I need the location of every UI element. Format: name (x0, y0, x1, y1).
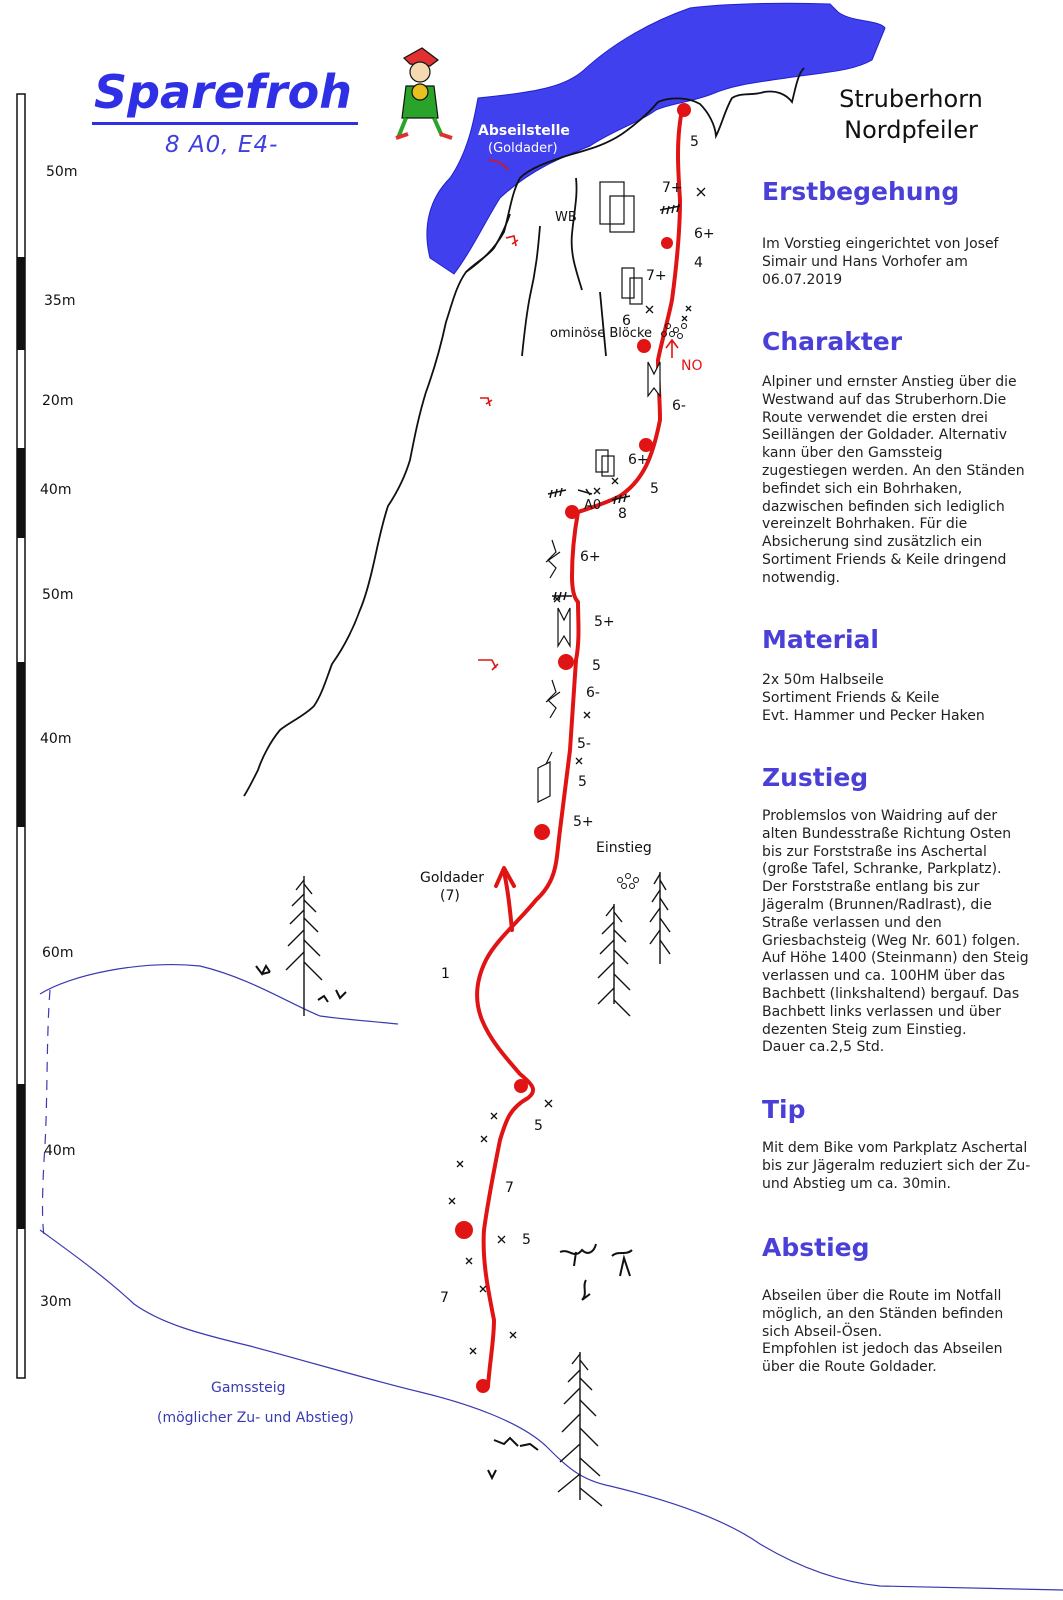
abseil-sublabel: (Goldader) (488, 141, 558, 156)
pitch-grade: 5 (522, 1232, 531, 1248)
tree-icon (285, 872, 671, 1507)
bush-icon (255, 964, 633, 1481)
section-text: Mit dem Bike vom Parkplatz Aschertal bis… (762, 1140, 1031, 1192)
scale-label: 40m (40, 482, 72, 498)
pitch-grade: 1 (441, 966, 450, 982)
einstieg-label: Einstieg (596, 840, 652, 856)
pitch-grade: 6 (622, 313, 631, 329)
a0-label: A0 (584, 498, 602, 513)
pitch-grade: 5- (577, 736, 591, 752)
pitch-grade: 5 (534, 1118, 543, 1134)
no-label: NO (681, 358, 703, 374)
pitch-grade: 5+ (573, 814, 594, 830)
route-title: Sparefroh (92, 62, 359, 125)
crack-icon (545, 539, 561, 719)
rock-outline (243, 67, 805, 797)
wb-label: WB (555, 210, 577, 225)
scale-label: 40m (40, 731, 72, 747)
pitch-grade: 5 (592, 658, 601, 674)
scale-label: 40m (44, 1143, 76, 1159)
pitch-grade: 4 (694, 255, 703, 271)
pitch-grade: 5 (690, 134, 699, 150)
section-text: Alpiner und ernster Anstieg über die Wes… (762, 374, 1025, 586)
section-text: Abseilen über die Route im Notfall mögli… (762, 1288, 1004, 1376)
goldader-label: Goldader (420, 870, 485, 886)
goldader-grade: (7) (440, 888, 460, 904)
chimney-icon (537, 361, 661, 803)
section-text: 2x 50m Halbseile Sortiment Friends & Kei… (762, 672, 985, 724)
scale-label: 60m (42, 945, 74, 961)
block-icon (595, 181, 643, 477)
direction-arrows (478, 159, 679, 671)
pitch-grade: 6+ (694, 226, 715, 242)
peak-line-2: Nordpfeiler (844, 116, 978, 144)
section-heading: Charakter (762, 327, 903, 356)
snow-field (426, 2, 886, 275)
section-material: Material 2x 50m Halbseile Sortiment Frie… (762, 624, 1034, 725)
section-heading: Material (762, 625, 879, 654)
pitch-grade: 7+ (646, 268, 667, 284)
abseil-label: Abseilstelle (478, 123, 570, 139)
pitch-grade: 7 (440, 1290, 449, 1306)
piton-icon (547, 203, 681, 601)
scale-label: 30m (40, 1294, 72, 1310)
pitch-grade: 5 (578, 774, 587, 790)
section-charakter: Charakter Alpiner und ernster Anstieg üb… (762, 326, 1030, 588)
bolt-marks (448, 187, 706, 1355)
rubble-icon (617, 323, 687, 889)
scale-label: 50m (46, 164, 78, 180)
pitch-grade: 6+ (628, 452, 649, 468)
pitch-grade: 7 (505, 1180, 514, 1196)
pitch-grade: 7+ (662, 180, 683, 196)
pitch-grade: 6+ (580, 549, 601, 565)
peak-line-1: Struberhorn (839, 85, 983, 113)
section-text: Im Vorstieg eingerichtet von Josef Simai… (762, 236, 999, 288)
pitch-grade: 5 (650, 481, 659, 497)
scale-label: 35m (44, 293, 76, 309)
route-grade: 8 A0, E4- (165, 132, 279, 158)
ominous-blocks-label: ominöse Blöcke (550, 326, 653, 341)
mascot-icon (395, 47, 453, 140)
scale-label: 50m (42, 587, 74, 603)
scale-label: 20m (42, 393, 74, 409)
trails (39, 964, 1063, 1591)
section-text: Problemslos von Waidring auf der alten B… (762, 808, 1029, 1056)
section-heading: Zustieg (762, 763, 869, 792)
pitch-grade: 8 (618, 506, 627, 522)
pitch-grade: 6- (672, 398, 686, 414)
scale-bar (16, 93, 26, 1379)
belay-stations (455, 103, 691, 1393)
section-zustieg: Zustieg Problemslos von Waidring auf der… (762, 762, 1030, 1057)
section-erstbegehung: Erstbegehung Im Vorstieg eingerichtet vo… (762, 176, 1034, 289)
section-tip: Tip Mit dem Bike vom Parkplatz Aschertal… (762, 1094, 1034, 1193)
section-heading: Abstieg (762, 1233, 870, 1262)
section-heading: Erstbegehung (762, 177, 960, 206)
peak-name: Struberhorn Nordpfeiler (826, 84, 996, 146)
pitch-grade: 6- (586, 685, 600, 701)
section-abstieg: Abstieg Abseilen über die Route im Notfa… (762, 1232, 1034, 1377)
gamssteig-sublabel: (möglicher Zu- und Abstieg) (157, 1410, 354, 1426)
pitch-grade: 5+ (594, 614, 615, 630)
section-heading: Tip (762, 1095, 806, 1124)
gamssteig-label: Gamssteig (211, 1380, 286, 1396)
